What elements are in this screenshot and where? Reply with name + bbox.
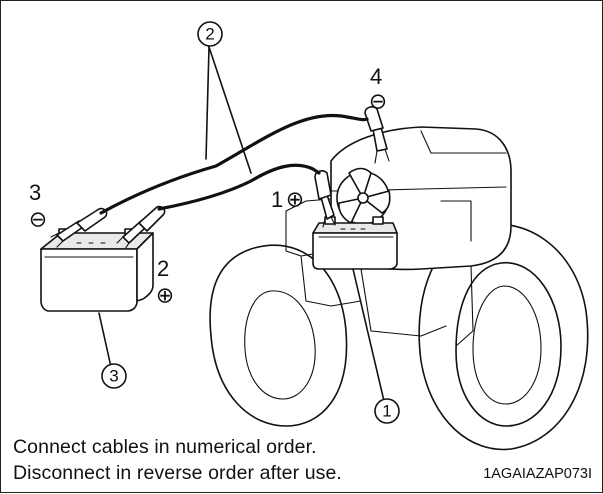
order-3-number: 3 [29, 180, 41, 205]
minus-icon: ⊖ [369, 90, 387, 115]
callout-1-text: 1 [382, 402, 391, 421]
caption-line-1: Connect cables in numerical order. [13, 436, 317, 458]
plus-icon: ⊕ [286, 188, 304, 213]
label-order-4: 4 ⊖ [369, 64, 387, 115]
figure-code: 1AGAIAZAP073I [483, 466, 592, 482]
front-tire [209, 244, 348, 427]
order-1-number: 1 [271, 187, 283, 212]
booster-battery [40, 228, 154, 312]
callout-2: 2 [197, 21, 223, 47]
callout-3: 3 [101, 363, 127, 389]
label-order-3: 3 ⊖ [29, 180, 47, 233]
clamp-2-booster-positive [116, 205, 166, 250]
jumper-cables [99, 113, 369, 215]
clamp-3-booster-negative [50, 207, 108, 248]
tractor-battery [312, 216, 398, 270]
leader-lines [98, 46, 385, 402]
caption-line-2: Disconnect in reverse order after use. [13, 462, 342, 484]
tractor [209, 106, 589, 451]
minus-icon: ⊖ [29, 208, 47, 233]
clamp-1-tractor-positive [314, 170, 336, 228]
label-order-2: 2 ⊕ [156, 256, 174, 309]
order-4-number: 4 [370, 64, 382, 89]
order-2-number: 2 [157, 256, 169, 281]
plus-icon: ⊕ [156, 284, 174, 309]
label-order-1: 1 ⊕ [271, 187, 304, 213]
callout-2-text: 2 [205, 25, 214, 44]
clamp-4-tractor-body [364, 106, 390, 164]
callout-3-text: 3 [109, 367, 118, 386]
callout-1: 1 [374, 398, 400, 424]
radiator-fan [336, 167, 391, 225]
